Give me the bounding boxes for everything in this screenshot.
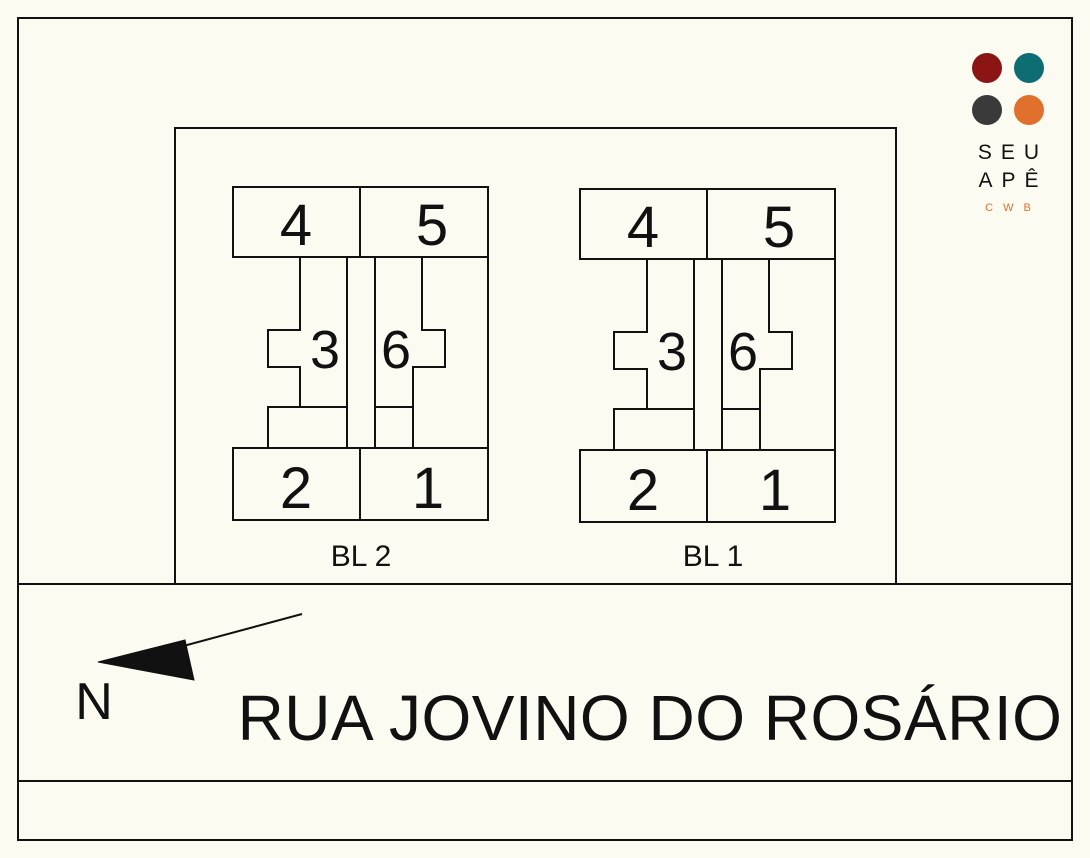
unit-label: 5 (763, 195, 795, 260)
unit-label: 4 (627, 195, 659, 260)
unit-6-outline (759, 259, 793, 450)
unit-2-box (579, 449, 708, 523)
unit-1-box (706, 449, 836, 523)
block-label: BL 1 (683, 540, 744, 573)
unit-label: 1 (412, 456, 444, 521)
unit-label: 1 (759, 458, 791, 523)
street-name: RUA JOVINO DO ROSÁRIO (238, 682, 1063, 754)
logo-dot-teal (1014, 53, 1044, 83)
unit-label: 3 (657, 322, 687, 382)
unit-label: 6 (728, 322, 758, 382)
corridor (346, 256, 376, 449)
north-arrow-head (97, 639, 195, 681)
unit-6-outline (412, 257, 446, 448)
unit-label: 3 (310, 320, 340, 380)
north-arrow: N (75, 613, 303, 731)
unit-label: 2 (627, 458, 659, 523)
north-label: N (75, 673, 113, 731)
logo-line-1: SEU (978, 141, 1048, 164)
unit-label: 6 (381, 320, 411, 380)
unit-4-box (232, 186, 361, 258)
unit-4-box (579, 188, 708, 260)
corridor (693, 258, 723, 451)
block-bl1: 4 5 3 6 2 1 BL 1 (579, 188, 836, 573)
unit-1-box (359, 447, 489, 521)
unit-5-box (359, 186, 489, 258)
logo-line-2: APÊ (978, 169, 1047, 192)
unit-5-box (706, 188, 836, 260)
block-bl2: 4 5 3 6 2 1 BL 2 (232, 186, 489, 573)
logo-line-3: CWB (985, 202, 1041, 214)
block-label: BL 2 (331, 540, 392, 573)
logo-dot-gray (972, 95, 1002, 125)
unit-label: 2 (280, 456, 312, 521)
unit-label: 4 (280, 193, 312, 258)
logo-dot-orange (1014, 95, 1044, 125)
logo-dot-red (972, 53, 1002, 83)
unit-label: 5 (416, 193, 448, 258)
brand-logo: SEU APÊ CWB (972, 53, 1048, 214)
